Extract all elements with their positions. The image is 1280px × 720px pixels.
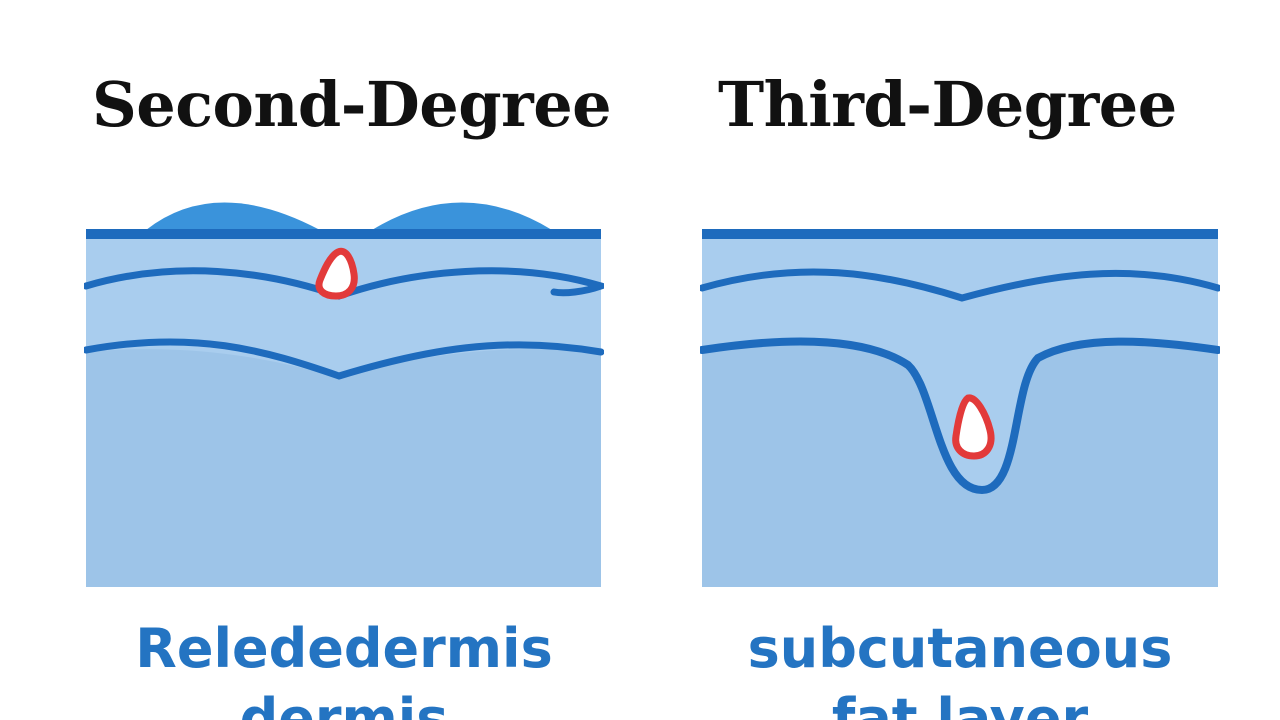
third-degree-caption-line-1: subcutaneous	[747, 617, 1173, 680]
third-degree-caption-line-2: fat layer	[831, 687, 1089, 720]
third-degree-skin-diagram	[700, 190, 1220, 590]
epidermis-dermis-boundary	[84, 267, 604, 300]
second-degree-caption-line-2: dermis	[239, 687, 449, 720]
third-degree-skin-svg	[700, 229, 1220, 587]
second-degree-skin-svg	[84, 202, 604, 587]
second-degree-caption-line-1: Relededermis	[135, 617, 553, 680]
third-degree-title: Third-Degree	[718, 68, 1177, 141]
subcutaneous-area	[86, 349, 601, 587]
blister-left	[146, 202, 320, 230]
epidermis-dermis-boundary	[700, 268, 1220, 302]
burn-mark-icon	[952, 394, 995, 460]
deep-burn-boundary	[700, 337, 1220, 495]
blister-right	[372, 202, 552, 230]
second-degree-title: Second-Degree	[92, 68, 612, 141]
second-degree-skin-diagram	[84, 190, 604, 590]
burn-mark-icon	[315, 247, 358, 300]
subcutaneous-area	[702, 341, 1218, 587]
dermis-subcutaneous-boundary	[84, 338, 604, 380]
